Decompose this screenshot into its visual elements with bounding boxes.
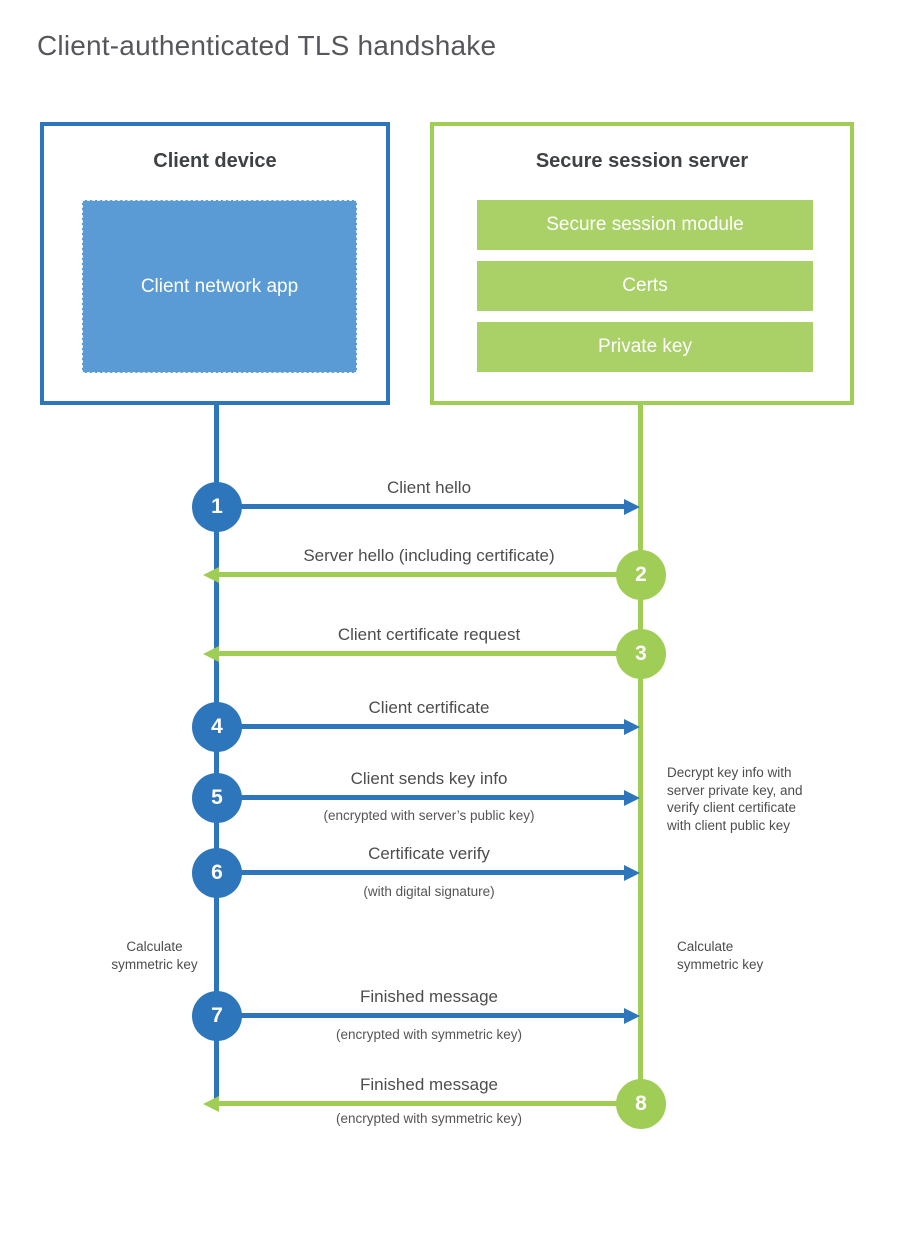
message-1-label: Client hello xyxy=(386,478,472,497)
server-decrypt-note-line: with client public key xyxy=(667,817,791,833)
client-device-box: Client device Client network app xyxy=(40,122,390,405)
message-8-label: Finished message xyxy=(360,1075,498,1094)
message-2-arrowhead-icon xyxy=(203,567,219,583)
server-calculate-key-note-line: Calculate xyxy=(677,939,734,954)
message-6-arrow xyxy=(217,870,624,875)
message-4-arrowhead-icon xyxy=(624,719,640,735)
server-decrypt-note-line: Decrypt key info with xyxy=(667,765,792,780)
message-6-label: Certificate verify xyxy=(368,844,490,863)
message-2-step-badge: 2 xyxy=(616,550,666,600)
message-3-label: Client certificate request xyxy=(337,625,521,644)
message-7-step-badge: 7 xyxy=(192,991,242,1041)
message-4-arrow xyxy=(217,724,624,729)
message-2-label: Server hello (including certificate) xyxy=(303,546,555,565)
server-lifeline xyxy=(638,405,643,1105)
client-calculate-key-note-line: symmetric key xyxy=(111,956,198,972)
message-7-arrow xyxy=(217,1013,624,1018)
message-7-arrowhead-icon xyxy=(624,1008,640,1024)
message-4-label: Client certificate xyxy=(368,698,490,717)
client-calculate-key-note-line: Calculate xyxy=(126,939,183,954)
message-3-arrowhead-icon xyxy=(203,646,219,662)
message-8-sublabel: (encrypted with symmetric key) xyxy=(335,1111,523,1126)
message-7-sublabel: (encrypted with symmetric key) xyxy=(335,1027,523,1042)
message-4-step-badge: 4 xyxy=(192,702,242,752)
server-module-private-key: Private key xyxy=(477,322,813,372)
server-decrypt-note: Decrypt key info with server private key… xyxy=(667,764,803,834)
message-3-step-badge: 3 xyxy=(616,629,666,679)
client-network-app-box: Client network app xyxy=(82,200,357,373)
server-decrypt-note-line: server private key, and xyxy=(667,782,803,798)
message-1-step-badge: 1 xyxy=(192,482,242,532)
message-2-arrow xyxy=(219,572,641,577)
message-5-arrow xyxy=(217,795,624,800)
message-5-label: Client sends key info xyxy=(350,769,508,788)
server-calculate-key-note-line: symmetric key xyxy=(677,956,764,972)
message-6-step-badge: 6 xyxy=(192,848,242,898)
server-module-secure-session: Secure session module xyxy=(477,200,813,250)
message-7-label: Finished message xyxy=(360,987,498,1006)
client-device-title: Client device xyxy=(153,150,277,172)
secure-session-server-title: Secure session server xyxy=(535,150,749,172)
secure-session-server-box: Secure session server Secure session mod… xyxy=(430,122,854,405)
message-3-arrow xyxy=(219,651,641,656)
message-1-arrowhead-icon xyxy=(624,499,640,515)
message-8-arrow xyxy=(219,1101,641,1106)
message-6-sublabel: (with digital signature) xyxy=(363,884,495,899)
message-5-arrowhead-icon xyxy=(624,790,640,806)
message-5-sublabel: (encrypted with server’s public key) xyxy=(323,808,535,823)
client-calculate-key-note: Calculate symmetric key xyxy=(92,938,217,973)
message-6-arrowhead-icon xyxy=(624,865,640,881)
message-5-step-badge: 5 xyxy=(192,773,242,823)
client-lifeline xyxy=(214,405,219,1105)
page-title: Client-authenticated TLS handshake xyxy=(37,30,497,61)
server-decrypt-note-line: verify client certificate xyxy=(667,800,797,816)
server-module-certs: Certs xyxy=(477,261,813,311)
server-calculate-key-note: Calculate symmetric key xyxy=(677,938,807,973)
client-network-app-label: Client network app xyxy=(140,275,299,297)
message-8-step-badge: 8 xyxy=(616,1079,666,1129)
message-1-arrow xyxy=(217,504,624,509)
message-8-arrowhead-icon xyxy=(203,1096,219,1112)
